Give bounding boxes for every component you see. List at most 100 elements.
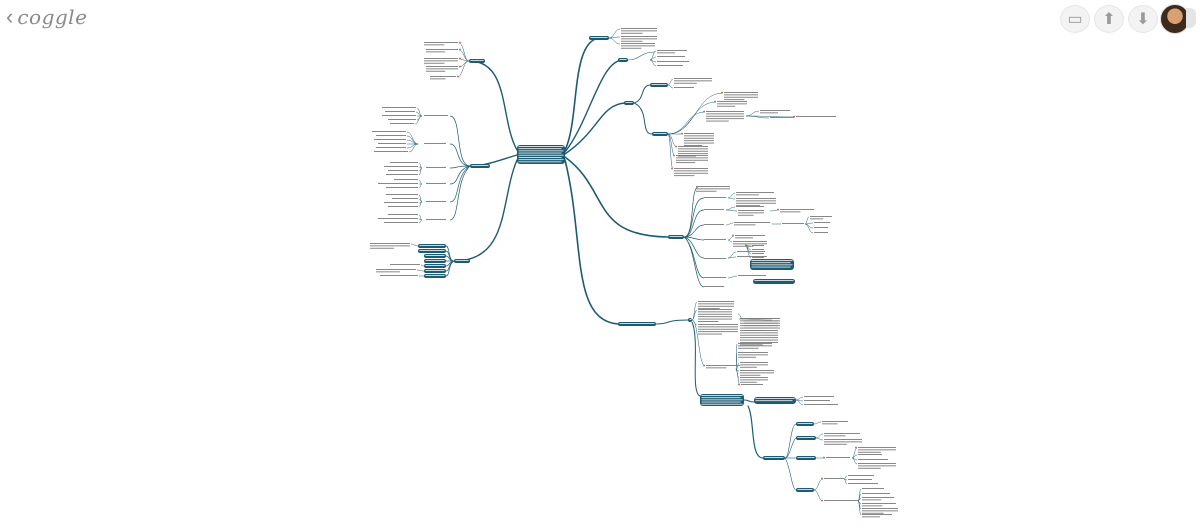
leaf-text-line[interactable]: [740, 330, 778, 331]
leaf-text-line[interactable]: [676, 162, 696, 164]
leaf-text-line[interactable]: [824, 443, 847, 445]
leaf-text-line[interactable]: [822, 423, 838, 425]
leaf-text-line[interactable]: [858, 467, 881, 469]
leaf-text-line[interactable]: [678, 153, 708, 155]
leaf-text-line[interactable]: [824, 439, 862, 440]
leaf-text-line[interactable]: [862, 505, 883, 507]
leaf-text-line[interactable]: [738, 347, 759, 349]
leaf-text-line[interactable]: [386, 194, 418, 195]
leaf-text-line[interactable]: [678, 155, 696, 157]
subtopic-node[interactable]: [424, 269, 446, 273]
leaf-text-line[interactable]: [752, 253, 764, 254]
leaf-text-line[interactable]: [706, 113, 744, 115]
leaf-text-line[interactable]: [684, 133, 714, 134]
leaf-text-line[interactable]: [426, 66, 458, 67]
leaf-text-line[interactable]: [858, 454, 882, 455]
leaf-text-line[interactable]: [736, 194, 759, 196]
leaf-text-line[interactable]: [738, 212, 764, 214]
leaf-text-line[interactable]: [740, 344, 763, 346]
leaf-text-line[interactable]: [674, 78, 712, 79]
leaf-text-line[interactable]: [430, 76, 456, 77]
leaf-text-line[interactable]: [674, 170, 708, 172]
leaf-text-line[interactable]: [760, 112, 778, 114]
leaf-text-line[interactable]: [704, 277, 726, 278]
leaf-text-line[interactable]: [390, 162, 418, 163]
leaf-text-line[interactable]: [824, 478, 844, 479]
leaf-text-line[interactable]: [706, 115, 744, 117]
leaf-text-line[interactable]: [862, 514, 892, 515]
leaf-text-line[interactable]: [426, 70, 446, 72]
leaf-text-line[interactable]: [704, 224, 724, 225]
leaf-text-line[interactable]: [782, 223, 804, 224]
leaf-text-line[interactable]: [698, 303, 734, 305]
leaf-text-line[interactable]: [740, 322, 778, 324]
leaf-text-line[interactable]: [862, 503, 896, 504]
leaf-text-line[interactable]: [858, 463, 896, 464]
leaf-text-line[interactable]: [382, 107, 416, 108]
subtopic-node[interactable]: [796, 422, 814, 426]
leaf-text-line[interactable]: [426, 49, 458, 50]
leaf-text-line[interactable]: [370, 245, 410, 247]
leaf-text-line[interactable]: [426, 51, 446, 53]
leaf-text-line[interactable]: [780, 209, 814, 210]
leaf-text-line[interactable]: [384, 202, 418, 203]
leaf-text-line[interactable]: [621, 32, 643, 34]
leaf-text-line[interactable]: [376, 147, 406, 148]
leaf-text-line[interactable]: [724, 96, 758, 98]
leaf-text-line[interactable]: [424, 44, 445, 46]
leaf-text-line[interactable]: [734, 222, 770, 223]
leaf-text-line[interactable]: [424, 115, 448, 116]
leaf-text-line[interactable]: [704, 197, 726, 198]
leaf-text-line[interactable]: [657, 65, 683, 66]
leaf-text-line[interactable]: [621, 36, 657, 37]
leaf-text-line[interactable]: [862, 512, 884, 514]
leaf-text-line[interactable]: [733, 243, 767, 245]
leaf-text-line[interactable]: [822, 421, 848, 422]
leaf-text-line[interactable]: [657, 52, 675, 54]
leaf-text-line[interactable]: [858, 465, 896, 467]
leaf-text-line[interactable]: [804, 404, 838, 405]
leaf-text-line[interactable]: [704, 258, 726, 259]
leaf-text-line[interactable]: [862, 497, 894, 498]
leaf-text-line[interactable]: [770, 117, 794, 118]
leaf-text-line[interactable]: [621, 45, 655, 47]
leaf-text-line[interactable]: [674, 87, 694, 88]
leaf-text-line[interactable]: [706, 365, 740, 366]
leaf-text-line[interactable]: [858, 447, 896, 448]
leaf-text-line[interactable]: [810, 216, 832, 217]
leaf-text-line[interactable]: [858, 451, 881, 453]
subtopic-node[interactable]: [796, 456, 816, 460]
leaf-text-line[interactable]: [740, 337, 778, 339]
leaf-text-line[interactable]: [740, 364, 768, 366]
topic-node[interactable]: [454, 259, 470, 263]
leaf-text-line[interactable]: [676, 157, 708, 159]
leaf-text-line[interactable]: [724, 94, 758, 96]
leaf-text-line[interactable]: [698, 308, 720, 310]
leaf-text-line[interactable]: [698, 333, 722, 335]
leaf-text-line[interactable]: [676, 155, 708, 156]
leaf-text-line[interactable]: [717, 101, 747, 102]
leaf-text-line[interactable]: [740, 379, 768, 381]
leaf-text-line[interactable]: [706, 118, 744, 120]
leaf-text-line[interactable]: [426, 183, 446, 184]
leaf-text-line[interactable]: [426, 219, 446, 220]
leaf-text-line[interactable]: [706, 367, 727, 369]
leaf-text-line[interactable]: [780, 211, 801, 213]
leaf-text-line[interactable]: [386, 187, 418, 188]
leaf-text-line[interactable]: [382, 115, 416, 116]
leaf-text-line[interactable]: [621, 47, 642, 49]
leaf-text-line[interactable]: [684, 140, 714, 142]
leaf-text-line[interactable]: [674, 168, 708, 169]
leaf-text-line[interactable]: [674, 80, 712, 82]
leaf-text-line[interactable]: [388, 206, 418, 207]
leaf-text-line[interactable]: [862, 516, 880, 518]
leaf-text-line[interactable]: [696, 186, 730, 187]
leaf-text-line[interactable]: [848, 479, 872, 480]
topic-node[interactable]: [470, 164, 490, 168]
leaf-text-line[interactable]: [376, 135, 406, 136]
leaf-text-line[interactable]: [826, 457, 850, 458]
leaf-text-line[interactable]: [740, 332, 778, 334]
leaf-text-line[interactable]: [696, 188, 730, 190]
leaf-text-line[interactable]: [674, 175, 695, 177]
